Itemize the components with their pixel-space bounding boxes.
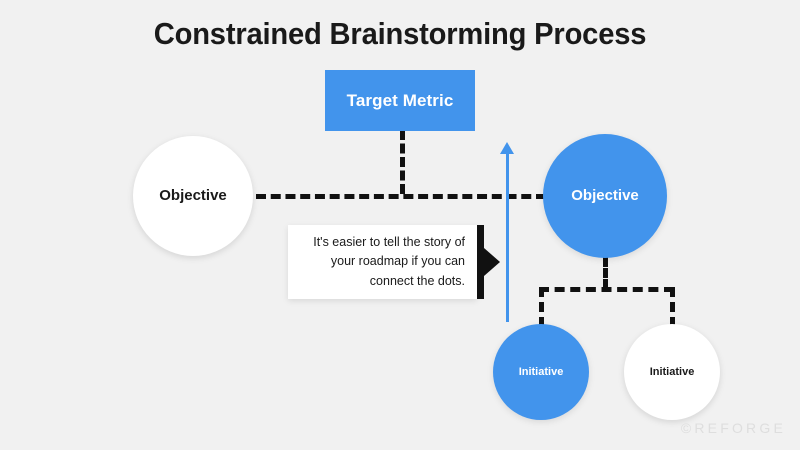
upward-flow-arrow-icon [500,142,514,154]
node-objective-left-label: Objective [159,186,227,204]
callout-pointer-icon [484,248,500,276]
connector-to-initiative-white [670,287,675,327]
node-target-metric-label: Target Metric [346,90,454,110]
node-target-metric[interactable]: Target Metric [325,70,475,131]
connector-to-initiative-blue [539,287,544,327]
node-initiative-white[interactable]: Initiative [624,324,720,420]
node-initiative-blue[interactable]: Initiative [493,324,589,420]
callout-box: It's easier to tell the story of your ro… [288,225,477,299]
connector-objective-right-down [603,257,608,289]
callout-text: It's easier to tell the story of your ro… [313,234,465,288]
connector-target-metric-down [400,130,405,194]
upward-flow-arrow-line [506,152,509,322]
callout-edge-bar [477,225,484,299]
connector-initiatives-bracket [539,287,674,292]
page-title: Constrained Brainstorming Process [153,16,647,51]
node-objective-left[interactable]: Objective [133,136,253,256]
node-objective-right-label: Objective [571,186,639,204]
node-objective-right[interactable]: Objective [543,134,667,258]
node-initiative-white-label: Initiative [649,365,695,378]
connector-objective-to-objective [256,194,546,199]
reforge-watermark: ©REFORGE [680,420,786,436]
node-initiative-blue-label: Initiative [518,365,564,378]
